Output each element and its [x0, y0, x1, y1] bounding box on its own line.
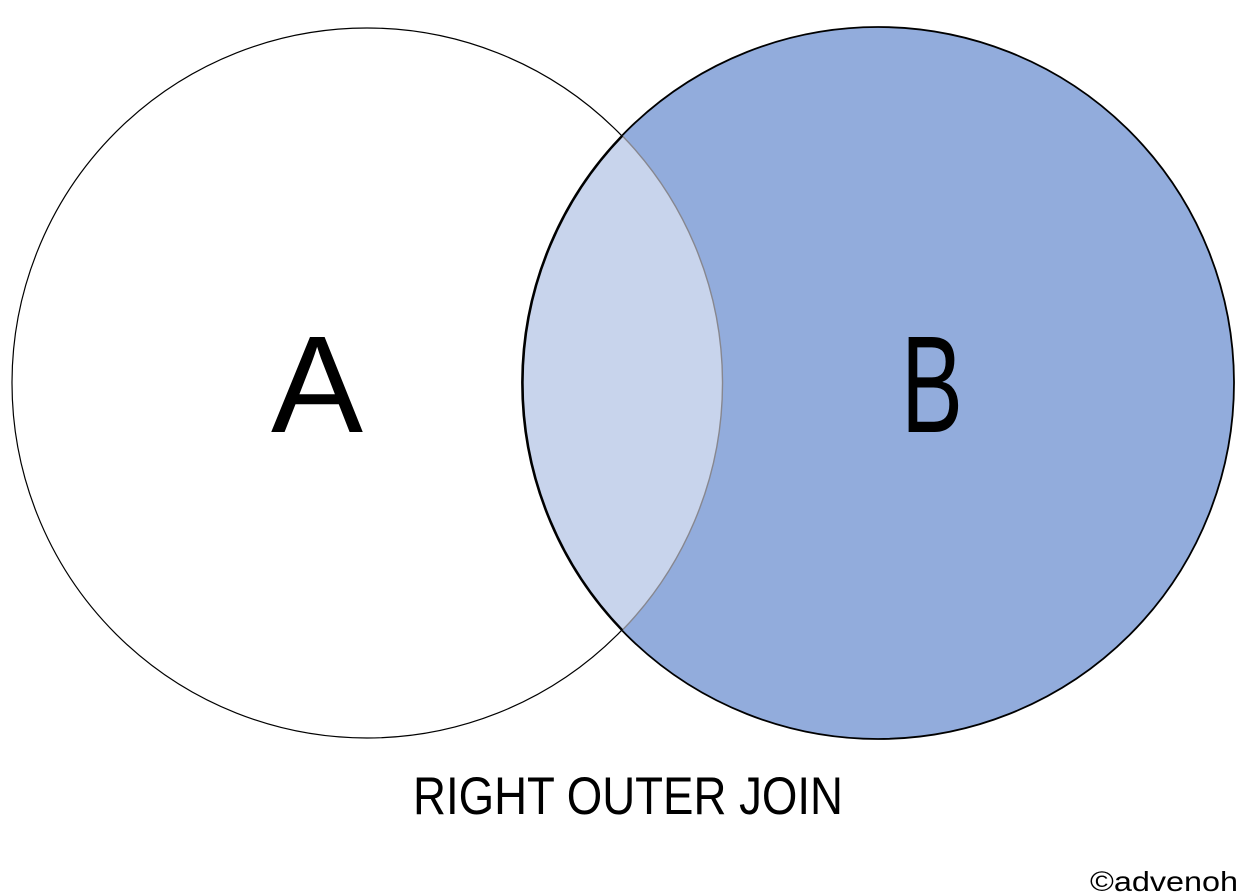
- intersection-arc-a-side: [621, 135, 724, 631]
- set-a-label: A: [271, 308, 363, 462]
- set-b-circle: [521, 26, 1235, 740]
- watermark: ©advenoh: [1090, 866, 1238, 896]
- set-b-label: B: [901, 308, 963, 462]
- intersection-arc-b-side: [522, 135, 624, 631]
- intersection-region: [522, 136, 723, 630]
- diagram-title: RIGHT OUTER JOIN: [413, 767, 843, 826]
